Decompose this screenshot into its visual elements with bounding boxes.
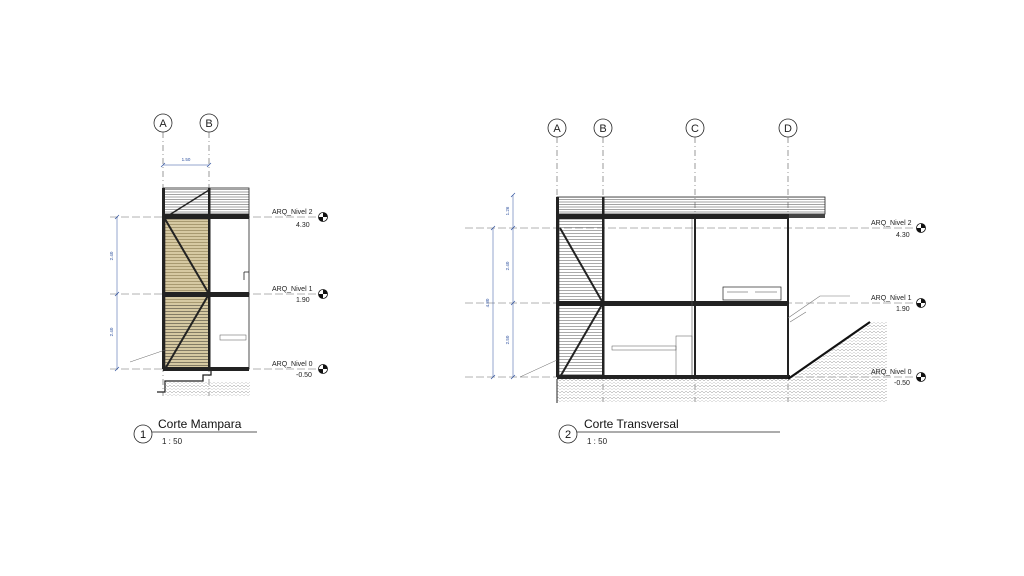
level-name: ARQ_Nivel 1 — [871, 295, 912, 302]
view-scale: 1 : 50 — [162, 437, 183, 446]
level-target-icon — [916, 372, 926, 382]
level-target-icon — [318, 212, 328, 222]
level-value: 4.30 — [296, 222, 310, 229]
level-value: 1.90 — [296, 297, 310, 304]
section-drawing-2 — [519, 196, 887, 403]
grid-bubble-a: A — [153, 113, 173, 133]
level-name: ARQ_Nivel 2 — [272, 209, 313, 216]
grid-label: C — [691, 123, 699, 135]
level-marker-2-nivel0: ARQ_Nivel 0 -0.50 — [871, 369, 926, 387]
level-name: ARQ_Nivel 0 — [272, 361, 313, 368]
level-marker-1-nivel2: ARQ_Nivel 2 4.30 — [272, 209, 328, 229]
section-2: A B C D — [465, 118, 926, 446]
view-title: Corte Transversal — [584, 417, 679, 431]
view-scale: 1 : 50 — [587, 437, 608, 446]
dimension-text: 2.40 — [505, 261, 510, 270]
grid-label: A — [159, 118, 167, 130]
dimension-text: 4.80 — [485, 298, 490, 307]
level-target-icon — [916, 223, 926, 233]
level-name: ARQ_Nivel 2 — [871, 220, 912, 227]
section-drawing-1 — [129, 187, 250, 397]
view-title: Corte Mampara — [158, 417, 242, 431]
level-marker-1-nivel1: ARQ_Nivel 1 1.90 — [272, 286, 328, 304]
level-value: -0.50 — [894, 380, 910, 387]
level-target-icon — [916, 298, 926, 308]
grid-bubble-b: B — [199, 113, 219, 133]
grid-bubble-c: C — [685, 118, 705, 138]
grid-bubble-b: B — [593, 118, 613, 138]
dimension-text: 1.50 — [182, 157, 191, 162]
level-marker-1-nivel0: ARQ_Nivel 0 -0.50 — [272, 361, 328, 379]
view-number: 1 — [140, 429, 146, 441]
level-name: ARQ_Nivel 0 — [871, 369, 912, 376]
level-marker-2-nivel2: ARQ_Nivel 2 4.30 — [871, 220, 926, 239]
view-title-2: 2 Corte Transversal 1 : 50 — [558, 417, 780, 446]
grid-label: B — [599, 123, 606, 135]
dimension-heights-1: 2.40 2.40 — [109, 214, 120, 372]
level-marker-2-nivel1: ARQ_Nivel 1 1.90 — [871, 295, 926, 313]
dimension-text: 2.40 — [109, 327, 114, 336]
grid-label: B — [205, 118, 212, 130]
grid-bubble-a: A — [547, 118, 567, 138]
view-title-1: 1 Corte Mampara 1 : 50 — [133, 417, 257, 446]
grid-label: D — [784, 123, 792, 135]
view-number: 2 — [565, 429, 571, 441]
dimension-text: 2.40 — [109, 251, 114, 260]
level-value: 1.90 — [896, 306, 910, 313]
dimension-heights-2: 1.26 2.40 2.50 4.80 — [485, 192, 516, 380]
level-target-icon — [318, 364, 328, 374]
dimension-text: 1.26 — [505, 206, 510, 215]
grid-label: A — [553, 123, 561, 135]
level-value: -0.50 — [296, 372, 312, 379]
level-target-icon — [318, 289, 328, 299]
dimension-text: 2.50 — [505, 335, 510, 344]
grid-bubble-d: D — [778, 118, 798, 138]
level-value: 4.30 — [896, 232, 910, 239]
level-name: ARQ_Nivel 1 — [272, 286, 313, 293]
dimension-width-1: 1.50 — [160, 157, 212, 168]
section-1: A B 1.50 2.40 2.40 — [109, 113, 328, 446]
